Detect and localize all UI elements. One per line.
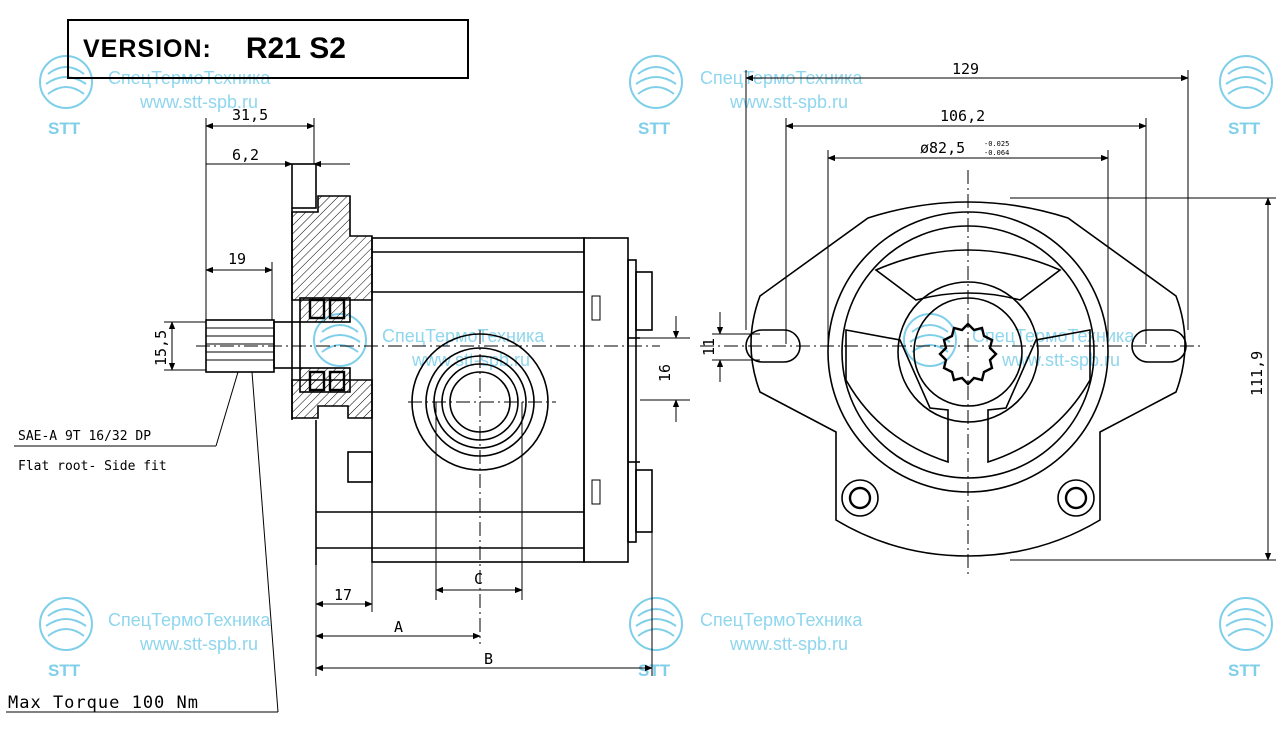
watermark-logo-text: STT xyxy=(638,119,671,138)
watermark-logo: STT xyxy=(1219,55,1273,138)
watermark-site: www.stt-spb.ru xyxy=(411,350,530,370)
watermark-site: www.stt-spb.ru xyxy=(729,92,848,112)
dim-111-9: 111,9 xyxy=(1248,351,1266,396)
dim-16: 16 xyxy=(656,364,674,382)
dim-82-5: ø82,5 xyxy=(920,139,965,157)
dim-31-5: 31,5 xyxy=(232,106,268,124)
dim-82-5-tol-lower: -0.064 xyxy=(984,149,1009,157)
dim-17: 17 xyxy=(334,586,352,604)
watermark-logo xyxy=(903,313,957,367)
dim-19: 19 xyxy=(228,250,246,268)
dim-11: 11 xyxy=(700,338,718,356)
dim-82-5-tol-upper: -0.025 xyxy=(984,140,1009,148)
dim-B: B xyxy=(484,650,493,668)
watermark-logo: STT xyxy=(39,597,93,680)
dim-6-2: 6,2 xyxy=(232,146,259,164)
watermark-logo-text: STT xyxy=(48,661,81,680)
dim-15-5: 15,5 xyxy=(152,330,170,366)
rear-cover xyxy=(583,237,629,563)
watermark-logo-text: STT xyxy=(638,661,671,680)
side-view-dimensions: 31,5 6,2 19 15,5 17 A B C xyxy=(6,106,690,713)
watermark-logo-text: STT xyxy=(48,119,81,138)
watermark-site: www.stt-spb.ru xyxy=(139,634,258,654)
side-view xyxy=(196,163,660,644)
watermark-site: www.stt-spb.ru xyxy=(139,92,258,112)
shaft-spec-note: SAE-A 9T 16/32 DP xyxy=(18,429,151,444)
flange-section xyxy=(291,195,373,301)
watermark-company: СпецТермоТехника xyxy=(700,610,863,630)
watermark-logo: STT xyxy=(39,55,93,138)
pump-body xyxy=(371,237,585,563)
dim-106-2: 106,2 xyxy=(940,107,985,125)
watermark-logo-text: STT xyxy=(1228,661,1261,680)
watermark-logo-text: STT xyxy=(1228,119,1261,138)
version-box: VERSION: R21 S2 xyxy=(67,19,469,79)
max-torque-note: Max Torque 100 Nm xyxy=(8,693,199,713)
front-flange-outline xyxy=(750,201,1186,557)
watermarks: STT СпецТермоТехника www.stt-spb.ru STT … xyxy=(39,55,1273,680)
version-label: VERSION: xyxy=(83,34,212,63)
watermark-logo: STT xyxy=(629,55,683,138)
front-spline xyxy=(938,322,998,386)
front-view-dimensions: 129 106,2 ø82,5 -0.025 -0.064 111,9 11 xyxy=(700,60,1276,561)
dim-129: 129 xyxy=(952,60,979,78)
dim-C: C xyxy=(474,570,483,588)
watermark-logo: STT xyxy=(1219,597,1273,680)
watermark-site: www.stt-spb.ru xyxy=(729,634,848,654)
watermark-company: СпецТермоТехника xyxy=(108,610,271,630)
front-view xyxy=(700,170,1200,578)
shaft-fit-note: Flat root- Side fit xyxy=(18,459,167,474)
watermark-site: www.stt-spb.ru xyxy=(1001,350,1120,370)
dim-A: A xyxy=(394,618,403,636)
version-value: R21 S2 xyxy=(245,32,346,65)
